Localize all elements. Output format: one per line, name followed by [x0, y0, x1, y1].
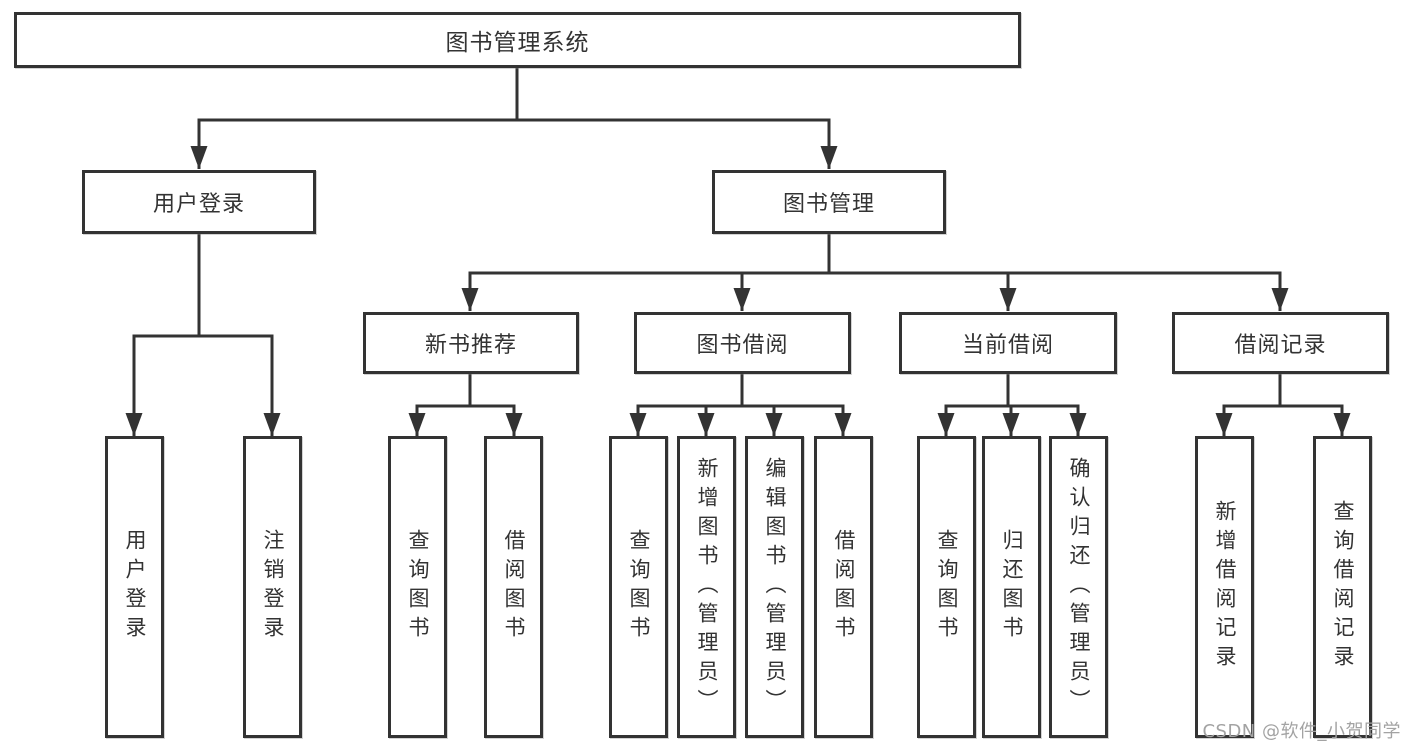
leaf-borrow-borrow-books: 借阅图书 [814, 436, 873, 738]
leaf-current-confirm-return-admin-label: 确认归还（管理员） [1067, 456, 1091, 718]
leaf-current-query-books: 查询图书 [917, 436, 976, 738]
csdn-watermark: CSDN @软件_小贺同学 [1202, 721, 1401, 742]
leaf-user-login: 用户登录 [105, 436, 164, 738]
leaf-borrow-edit-books-admin-label: 编辑图书（管理员） [763, 456, 787, 718]
leaf-borrow-edit-books-admin: 编辑图书（管理员） [745, 436, 804, 738]
connector-edges [132, 68, 1344, 436]
leaf-records-add-borrow-record: 新增借阅记录 [1195, 436, 1254, 738]
arrowhead-icons [125, 146, 1351, 436]
leaf-borrow-query-books: 查询图书 [609, 436, 668, 738]
leaf-current-query-books-label: 查询图书 [935, 529, 959, 645]
node-book-borrowing-label: 图书借阅 [696, 333, 789, 358]
node-user-login-label: 用户登录 [152, 192, 245, 217]
leaf-newbook-borrow-books-label: 借阅图书 [502, 529, 526, 645]
leaf-logout: 注销登录 [243, 436, 302, 738]
node-current-borrowing-label: 当前借阅 [961, 333, 1054, 358]
node-new-book-recommend-label: 新书推荐 [424, 333, 517, 358]
leaf-newbook-query-books-label: 查询图书 [406, 529, 430, 645]
leaf-logout-label: 注销登录 [261, 529, 285, 645]
leaf-records-query-borrow-record: 查询借阅记录 [1313, 436, 1372, 738]
leaf-newbook-query-books: 查询图书 [388, 436, 447, 738]
leaf-current-confirm-return-admin: 确认归还（管理员） [1049, 436, 1108, 738]
node-user-login-branch: 用户登录 [82, 170, 316, 234]
leaf-current-return-books-label: 归还图书 [1000, 529, 1024, 645]
node-borrow-records-label: 借阅记录 [1234, 333, 1327, 358]
leaf-borrow-add-books-admin-label: 新增图书（管理员） [695, 456, 719, 718]
node-borrow-records: 借阅记录 [1172, 312, 1389, 374]
node-book-borrowing: 图书借阅 [634, 312, 851, 374]
node-book-management-branch: 图书管理 [712, 170, 946, 234]
node-root-label: 图书管理系统 [445, 30, 590, 56]
leaf-borrow-query-books-label: 查询图书 [627, 529, 651, 645]
node-root-system: 图书管理系统 [14, 12, 1021, 68]
node-book-management-label: 图书管理 [782, 192, 875, 217]
node-current-borrowing: 当前借阅 [899, 312, 1117, 374]
leaf-user-login-label: 用户登录 [123, 529, 147, 645]
leaf-newbook-borrow-books: 借阅图书 [484, 436, 543, 738]
leaf-borrow-borrow-books-label: 借阅图书 [832, 529, 856, 645]
leaf-borrow-add-books-admin: 新增图书（管理员） [677, 436, 736, 738]
leaf-records-add-borrow-record-label: 新增借阅记录 [1213, 500, 1237, 674]
leaf-records-query-borrow-record-label: 查询借阅记录 [1331, 500, 1355, 674]
node-new-book-recommend: 新书推荐 [363, 312, 579, 374]
leaf-current-return-books: 归还图书 [982, 436, 1041, 738]
